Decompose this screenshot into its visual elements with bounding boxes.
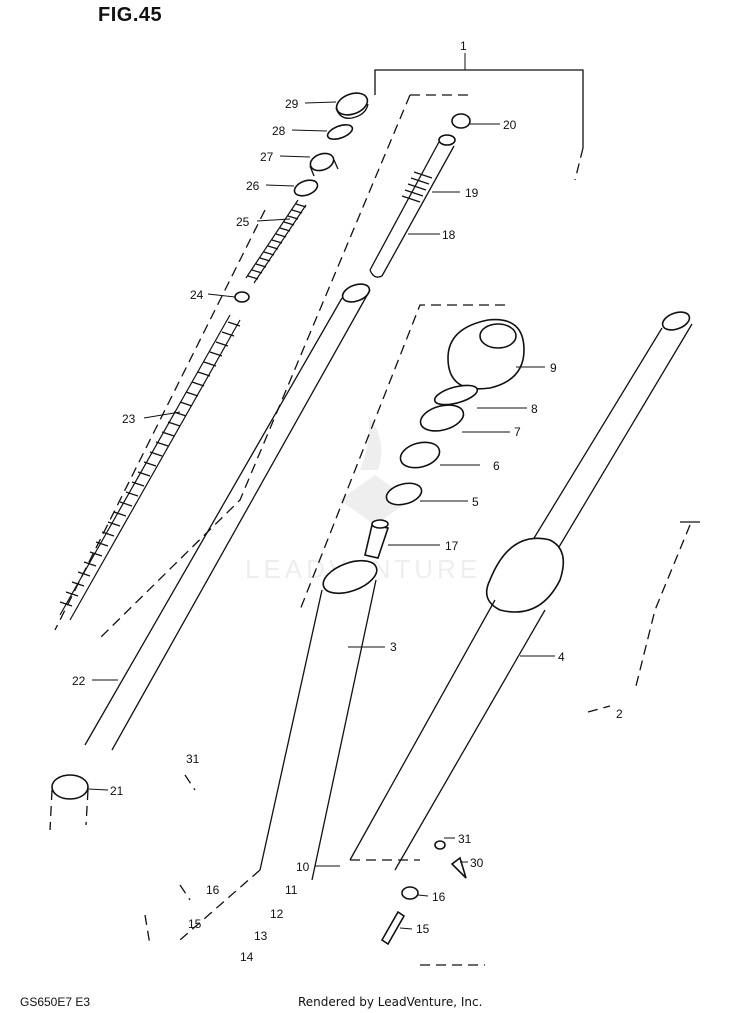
part-bolt-15-left <box>144 914 151 946</box>
leader-27 <box>279 155 311 158</box>
part-oring-28 <box>326 124 354 140</box>
part-spring-25 <box>245 199 307 284</box>
leader-25 <box>256 218 291 222</box>
part-washer-31-right <box>434 840 446 850</box>
part-piece-21 <box>49 774 89 831</box>
part-spring-23 <box>59 314 241 621</box>
part-seal-6 <box>399 441 441 469</box>
part-bolt-15-right <box>380 910 406 946</box>
callout-28: 28 <box>272 124 286 138</box>
callout-4: 4 <box>558 650 565 664</box>
callout-1: 1 <box>460 39 467 53</box>
guide-left-outer <box>97 94 411 641</box>
part-cap-29 <box>335 92 369 119</box>
part-ring-8 <box>433 384 479 406</box>
leader-28 <box>291 129 328 132</box>
callout-8: 8 <box>531 402 538 416</box>
part-oil-seal-7 <box>419 404 465 432</box>
part-dust-seal-9 <box>447 318 525 390</box>
figure-title: FIG.45 <box>98 4 163 26</box>
callout-7: 7 <box>514 425 521 439</box>
callout-16-right: 16 <box>432 890 446 904</box>
leader-29 <box>304 101 337 104</box>
callout-30: 30 <box>470 856 484 870</box>
callout-18: 18 <box>442 228 456 242</box>
part-outer-tube-4 <box>349 311 693 871</box>
outline-2 <box>587 705 611 713</box>
callout-27: 27 <box>260 150 274 164</box>
leader-24 <box>207 293 236 298</box>
callout-2: 2 <box>616 707 623 721</box>
callout-23: 23 <box>122 412 136 426</box>
part-washer-16-right <box>401 886 419 900</box>
part-washer-16-left <box>179 884 191 901</box>
callout-17: 17 <box>445 539 459 553</box>
leader-26 <box>265 184 295 187</box>
guide-spring <box>54 209 266 631</box>
callout-11: 11 <box>285 883 298 897</box>
outline-right <box>634 524 691 691</box>
callout-26: 26 <box>246 179 260 193</box>
part-ring-24 <box>234 291 250 303</box>
model-code: GS650E7 E3 <box>20 995 91 1009</box>
part-outer-tube-3 <box>179 559 378 941</box>
callout-15-right: 15 <box>416 922 430 936</box>
part-washer-26 <box>293 179 319 197</box>
callout-29: 29 <box>285 97 299 111</box>
leader-16b <box>417 894 429 897</box>
guide-inner <box>299 304 505 611</box>
callout-25: 25 <box>236 215 250 229</box>
leader-15b <box>399 927 413 930</box>
callout-10: 10 <box>296 860 310 874</box>
callout-21: 21 <box>110 784 124 798</box>
leader-21 <box>87 788 109 791</box>
part-spacer-27 <box>309 152 339 177</box>
part-washer-31-left <box>184 774 196 791</box>
callout-31-left: 31 <box>186 752 200 766</box>
callout-6: 6 <box>493 459 500 473</box>
bracket-1-tail <box>574 147 584 181</box>
render-credit: Rendered by LeadVenture, Inc. <box>298 995 483 1009</box>
part-oil-lock-17 <box>364 519 390 559</box>
callout-3: 3 <box>390 640 397 654</box>
part-bushing-5 <box>385 482 423 506</box>
part-damper-rod-18 <box>369 134 456 278</box>
part-nut-20 <box>451 113 471 129</box>
part-inner-tube-22 <box>84 283 371 751</box>
callout-16-left: 16 <box>206 883 220 897</box>
part-bolt-30 <box>450 856 467 879</box>
callout-12: 12 <box>270 907 284 921</box>
callout-20: 20 <box>503 118 517 132</box>
callout-5: 5 <box>472 495 479 509</box>
callout-9: 9 <box>550 361 557 375</box>
bracket-1 <box>374 69 584 148</box>
watermark-logo: LEADVENTURE <box>245 415 477 584</box>
callout-22: 22 <box>72 674 86 688</box>
part-ring-19 <box>401 171 433 203</box>
callout-13: 13 <box>254 929 268 943</box>
callout-19: 19 <box>465 186 479 200</box>
callout-24: 24 <box>190 288 204 302</box>
callout-15-left: 15 <box>188 917 202 931</box>
callout-31-right: 31 <box>458 832 472 846</box>
callout-14: 14 <box>240 950 254 964</box>
leader-23 <box>143 411 181 419</box>
